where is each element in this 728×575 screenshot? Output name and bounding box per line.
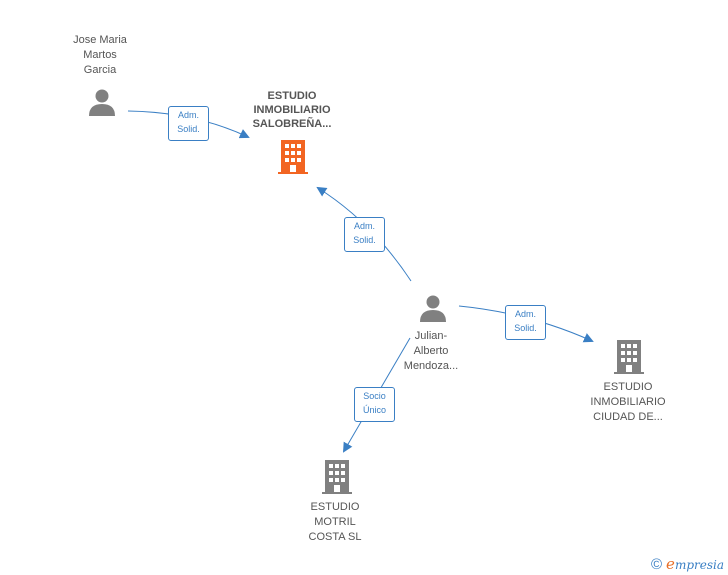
person-icon[interactable] [419, 294, 447, 327]
edge-badge-julian-ciudad: Adm. Solid. [505, 305, 546, 340]
building-icon[interactable] [322, 460, 352, 499]
company-label-motril[interactable]: ESTUDIO MOTRIL COSTA SL [308, 501, 362, 543]
person-label-jose[interactable]: Jose Maria Martos Garcia [73, 34, 127, 76]
building-icon[interactable] [278, 140, 308, 179]
edge-badge-jose-salobrena: Adm. Solid. [168, 106, 209, 141]
copyright-icon: © [650, 555, 663, 573]
brand-footer: © empresia [651, 555, 724, 573]
person-icon[interactable] [88, 88, 116, 121]
brand-logo: empresia [666, 555, 724, 573]
company-label-ciudad[interactable]: ESTUDIO INMOBILIARIO CIUDAD DE... [590, 381, 666, 423]
person-label-julian[interactable]: Julian- Alberto Mendoza... [403, 330, 459, 372]
edge-badge-julian-salobrena: Adm. Solid. [344, 217, 385, 252]
company-label-salobrena[interactable]: ESTUDIO INMOBILIARIO SALOBREÑA... [252, 90, 332, 130]
edge-badge-julian-motril: Socio Único [354, 387, 395, 422]
building-icon[interactable] [614, 340, 644, 379]
